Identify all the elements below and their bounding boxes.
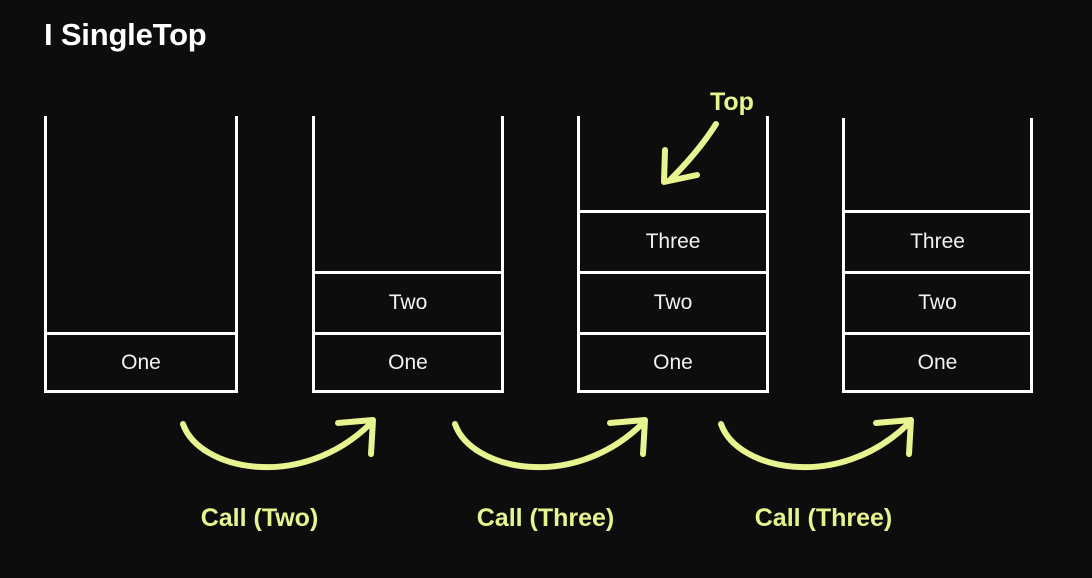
stack-cell-label: One <box>121 350 161 374</box>
stack-cell-label: One <box>917 350 958 374</box>
stack-cell: Two <box>312 271 504 332</box>
stack-cell-label: Two <box>653 291 693 314</box>
stack-cell-label: Three <box>645 230 701 253</box>
stack-cell: Three <box>577 210 769 271</box>
stack-4-right-rail <box>1030 118 1033 213</box>
page-title: I SingleTop <box>44 17 207 52</box>
stack-2-right-rail <box>501 116 504 274</box>
stack-2: Two One <box>312 116 504 393</box>
stack-cell-label: Two <box>388 291 428 314</box>
transition-label-3: Call (Three) <box>754 504 893 532</box>
transition-arrow-1-icon <box>180 417 376 471</box>
stack-4: Three Two One <box>842 118 1033 393</box>
stack-cell-label: One <box>653 350 693 374</box>
stack-2-cells: Two One <box>312 271 504 393</box>
stack-cell: One <box>44 332 238 393</box>
stack-4-left-rail <box>842 118 845 213</box>
stack-cell: Two <box>842 271 1033 332</box>
stack-cell: Three <box>842 210 1033 271</box>
stack-3-cells: Three Two One <box>577 210 769 393</box>
stack-1-left-rail <box>44 116 47 336</box>
stack-2-left-rail <box>312 116 315 274</box>
transition-label-2: Call (Three) <box>476 504 615 532</box>
stack-1-right-rail <box>235 116 238 336</box>
stack-3-right-rail <box>766 116 769 212</box>
stack-1: One <box>44 116 238 393</box>
stack-3-left-rail <box>577 116 580 212</box>
stack-4-cells: Three Two One <box>842 210 1033 393</box>
stack-3: Three Two One <box>577 116 769 393</box>
stack-cell-label: Two <box>918 291 957 314</box>
stack-cell-label: One <box>388 350 428 374</box>
transition-arrow-2-icon <box>452 417 648 471</box>
stack-cell: One <box>842 332 1033 393</box>
stack-cell: Two <box>577 271 769 332</box>
stack-cell-label: Three <box>910 230 965 253</box>
stack-cell: One <box>577 332 769 393</box>
stack-cell: One <box>312 332 504 393</box>
stack-1-cells: One <box>44 332 238 393</box>
transition-label-1: Call (Two) <box>200 504 319 532</box>
transition-arrow-3-icon <box>718 417 914 471</box>
top-pointer-label: Top <box>710 88 754 116</box>
